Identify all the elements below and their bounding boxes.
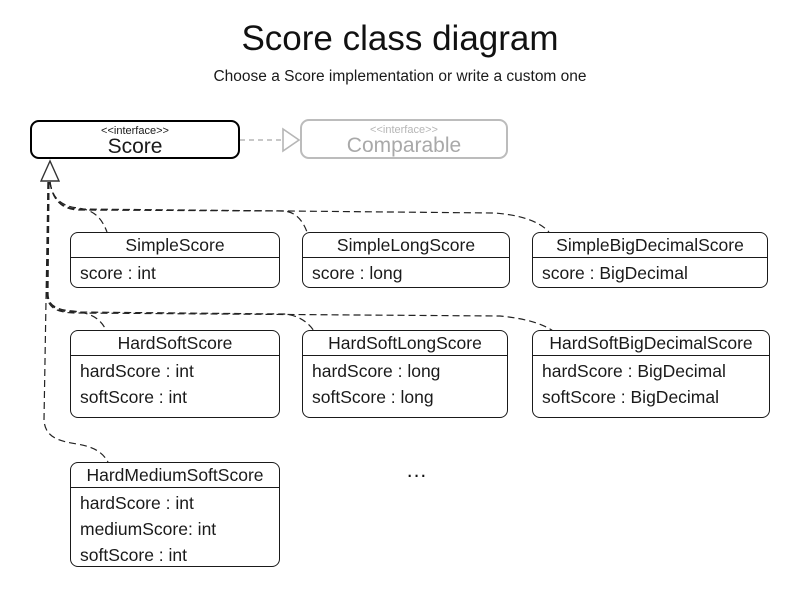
class-attribute: score : long bbox=[312, 263, 403, 283]
interface-stereotype: <<interface>> bbox=[101, 125, 169, 137]
class-title: SimpleScore bbox=[71, 233, 279, 258]
generalization-triangle-icon bbox=[39, 159, 61, 182]
class-attribute: softScore : BigDecimal bbox=[542, 387, 720, 407]
class-attribute: softScore : long bbox=[312, 387, 434, 407]
interface-score: <<interface>> Score bbox=[30, 120, 240, 159]
class-simple-big-decimal-score: SimpleBigDecimalScore score : BigDecimal bbox=[532, 232, 768, 288]
class-title: SimpleBigDecimalScore bbox=[533, 233, 767, 258]
edge-simple-big-decimal bbox=[49, 181, 550, 233]
class-attribute: hardScore : int bbox=[80, 361, 194, 381]
class-hard-soft-score: HardSoftScore hardScore : int softScore … bbox=[70, 330, 280, 418]
class-title: HardSoftScore bbox=[71, 331, 279, 356]
class-attribute: score : BigDecimal bbox=[542, 263, 688, 283]
edge-simple-long-score bbox=[49, 181, 308, 233]
class-attribute: score : int bbox=[80, 263, 156, 283]
class-attribute: softScore : int bbox=[80, 387, 187, 407]
class-hard-soft-long-score: HardSoftLongScore hardScore : long softS… bbox=[302, 330, 508, 418]
page-title: Score class diagram bbox=[241, 19, 559, 58]
class-attribute: hardScore : BigDecimal bbox=[542, 361, 726, 381]
class-title: HardMediumSoftScore bbox=[71, 463, 279, 488]
class-simple-score: SimpleScore score : int bbox=[70, 232, 280, 288]
class-hard-soft-big-decimal-score: HardSoftBigDecimalScore hardScore : BigD… bbox=[532, 330, 770, 418]
class-hard-medium-soft-score: HardMediumSoftScore hardScore : int medi… bbox=[70, 462, 280, 567]
interface-stereotype: <<interface>> bbox=[370, 124, 438, 136]
class-title: HardSoftBigDecimalScore bbox=[533, 331, 769, 356]
interface-name: Score bbox=[107, 135, 163, 158]
interface-name: Comparable bbox=[346, 134, 462, 157]
realization-arrow-score-comparable bbox=[240, 127, 301, 153]
class-simple-long-score: SimpleLongScore score : long bbox=[302, 232, 510, 288]
class-attribute: hardScore : long bbox=[312, 361, 441, 381]
edge-simple-score bbox=[49, 181, 108, 233]
class-attribute: mediumScore: int bbox=[80, 519, 217, 539]
class-title: HardSoftLongScore bbox=[303, 331, 507, 356]
class-title: SimpleLongScore bbox=[303, 233, 509, 258]
edge-hard-medium-soft-score bbox=[43, 181, 109, 463]
interface-comparable: <<interface>> Comparable bbox=[300, 119, 508, 159]
more-implementations-ellipsis: ... bbox=[406, 459, 428, 482]
page-subtitle: Choose a Score implementation or write a… bbox=[213, 68, 587, 85]
class-attribute: softScore : int bbox=[80, 545, 187, 565]
dashed-realization-lines bbox=[43, 181, 554, 463]
class-attribute: hardScore : int bbox=[80, 493, 194, 513]
hollow-triangle-arrowhead-icon bbox=[282, 127, 301, 153]
